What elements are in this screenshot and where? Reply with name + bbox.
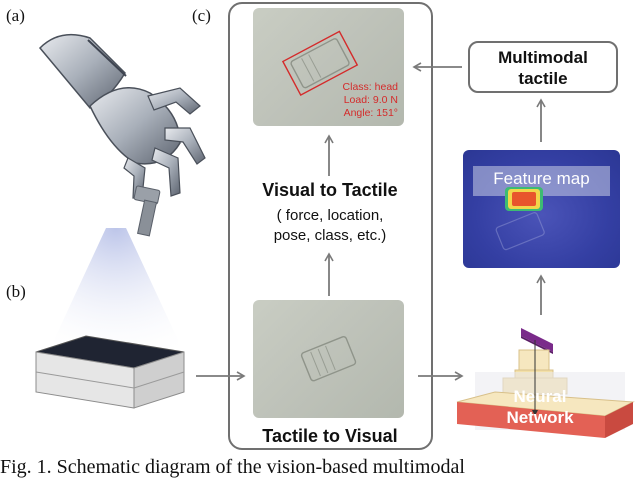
neural-network-line-1: Neural	[513, 387, 567, 406]
load-annotation: Load: 9.0 N	[343, 94, 398, 106]
tactile-sensor-block	[35, 335, 185, 409]
feature-map-image: Feature map	[463, 150, 620, 268]
feature-heatmap	[495, 187, 545, 251]
bolt-imprint	[281, 30, 359, 96]
neural-network-line-2: Network	[506, 408, 574, 427]
panel-label-b: (b)	[6, 282, 26, 301]
multimodal-line-2: tactile	[518, 69, 568, 88]
visual-to-tactile-details-1: ( force, location,	[276, 207, 384, 224]
multimodal-line-1: Multimodal	[498, 48, 588, 67]
robot-hand-illustration	[38, 33, 206, 237]
annotated-tactile-image: Class: head Load: 9.0 N Angle: 151°	[253, 8, 404, 126]
multimodal-tactile-box: Multimodal tactile	[468, 41, 618, 93]
visual-to-tactile-details-2: pose, class, etc.)	[273, 227, 387, 244]
raw-tactile-image	[253, 300, 404, 418]
neural-network-illustration	[456, 328, 635, 438]
figure-caption: Fig. 1. Schematic diagram of the vision-…	[0, 456, 465, 478]
tactile-to-visual-title: Tactile to Visual	[262, 426, 398, 446]
visual-tactile-panel	[228, 2, 433, 450]
panel-label-a: (a)	[6, 6, 25, 25]
angle-annotation: Angle: 151°	[343, 107, 398, 119]
light-beam	[41, 228, 191, 368]
feature-map-label: Feature map	[493, 169, 590, 188]
bolt-imprint	[300, 336, 357, 382]
neural-network-label: Neural Network	[470, 386, 610, 428]
class-annotation: Class: head	[342, 81, 398, 93]
visual-to-tactile-title: Visual to Tactile	[262, 180, 398, 200]
panel-label-c: (c)	[192, 6, 211, 25]
